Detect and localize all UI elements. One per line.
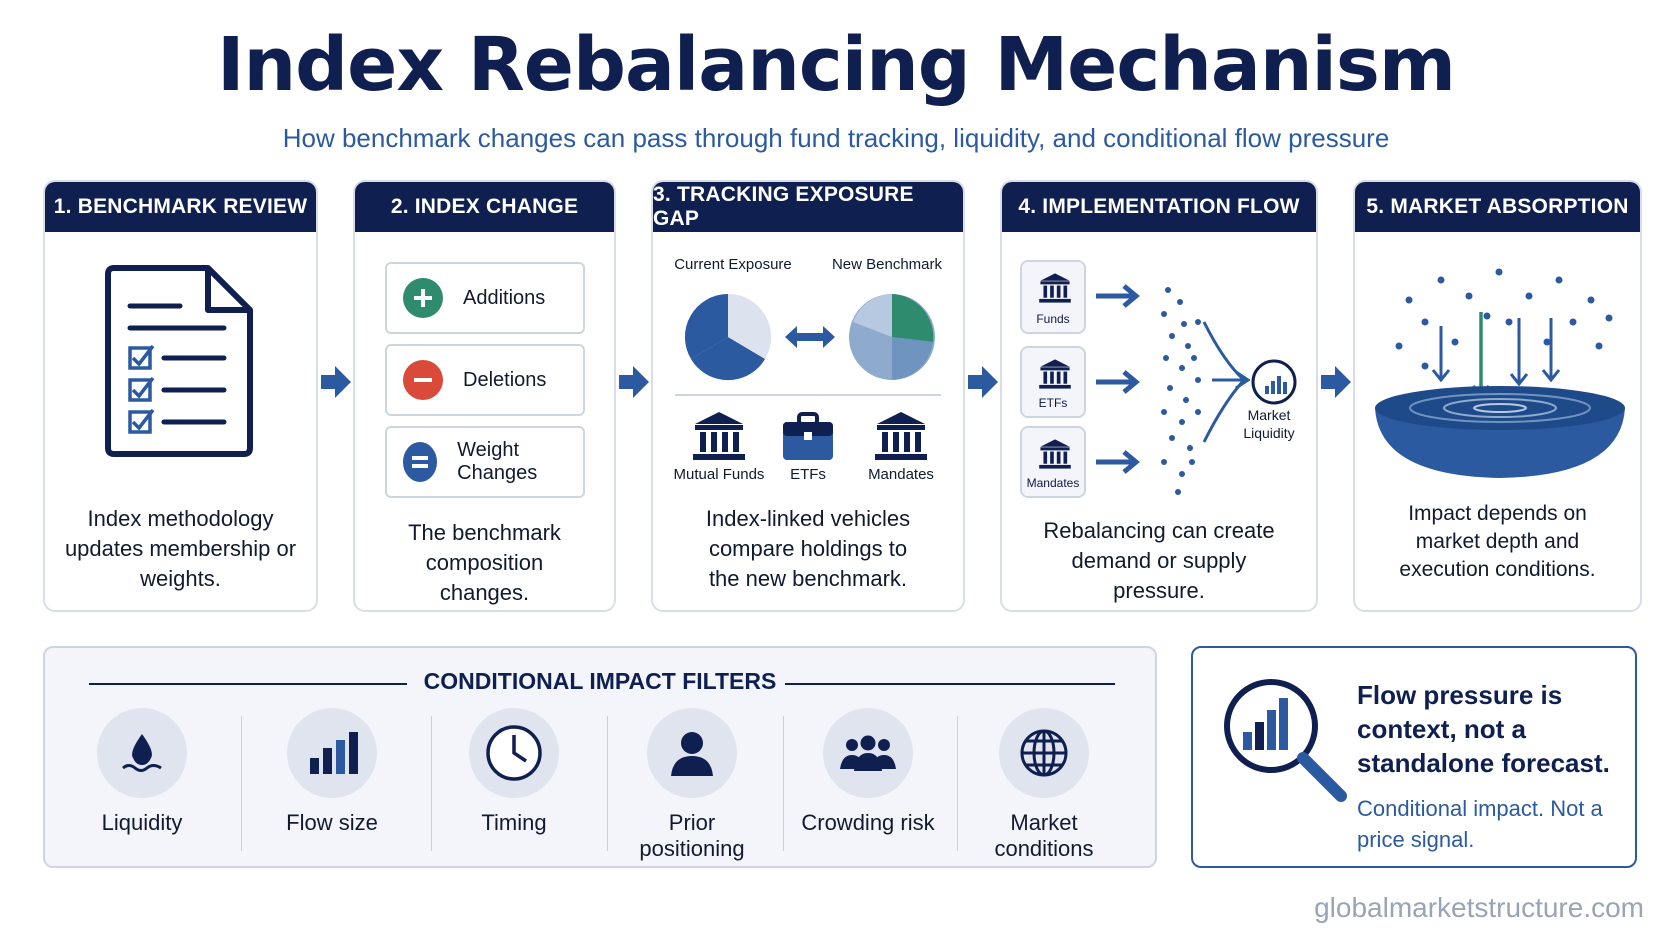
market-liquidity-label: Market Liquidity (1243, 407, 1295, 441)
flow-arrow-icon (321, 366, 351, 398)
divider (89, 683, 407, 685)
step-description: The benchmark composition changes. (408, 520, 561, 605)
divider (431, 716, 432, 851)
deletions-label: Deletions (463, 368, 547, 391)
step-description: Impact depends on market depth and execu… (1399, 502, 1596, 581)
step-description: Index-linked vehicles compare holdings t… (705, 506, 911, 591)
page-subtitle: How benchmark changes can pass through f… (282, 123, 1390, 153)
source-label: ETFs (1038, 396, 1068, 410)
document-checklist-icon (105, 265, 253, 457)
bank-icon (1039, 273, 1071, 303)
plus-icon (403, 278, 443, 318)
note-headline: Flow pressure is context, not a standalo… (1357, 680, 1610, 778)
deletions-item: Deletions (385, 344, 585, 416)
disclaimer-note: Flow pressure is context, not a standalo… (1191, 646, 1637, 868)
source-label: Funds (1036, 312, 1070, 326)
weight-changes-label: Weight Changes (457, 439, 538, 484)
bar-chart-icon (287, 708, 377, 798)
conditional-impact-filters: CONDITIONAL IMPACT FILTERS Liquidity Flo… (43, 646, 1157, 868)
filter-label: Liquidity (101, 810, 183, 835)
person-icon (647, 708, 737, 798)
source-etfs: ETFs (1020, 346, 1086, 418)
etfs-briefcase-icon (783, 412, 833, 460)
flow-arrow-icon (1321, 366, 1351, 398)
step-card-index-change: 2. INDEX CHANGE Additions Deletions Weig… (353, 180, 616, 612)
filter-liquidity: Liquidity (67, 708, 217, 836)
filter-flow-size: Flow size (257, 708, 407, 836)
filter-timing: Timing (439, 708, 589, 836)
divider (957, 716, 958, 851)
filter-label: Timing (481, 810, 547, 835)
filters-title: CONDITIONAL IMPACT FILTERS (423, 668, 777, 694)
mutual-funds-bank-icon (693, 412, 745, 460)
step-header: 4. IMPLEMENTATION FLOW (1002, 182, 1316, 232)
filter-prior-positioning: Prior positioning (617, 708, 767, 862)
current-exposure-label: Current Exposure (674, 256, 792, 273)
group-icon (823, 708, 913, 798)
flow-arrow-icon (968, 366, 998, 398)
filter-label: Flow size (286, 810, 378, 835)
filter-label: Prior positioning (639, 810, 745, 861)
source-funds: Funds (1020, 260, 1086, 334)
bank-icon (1039, 439, 1071, 469)
divider (785, 683, 1115, 685)
step-card-implementation-flow: 4. IMPLEMENTATION FLOW Funds ETFs Mandat… (1000, 180, 1318, 612)
divider (607, 716, 608, 851)
clock-icon (469, 708, 559, 798)
divider (675, 394, 941, 396)
vehicle-label: ETFs (790, 466, 826, 483)
divider (241, 716, 242, 851)
divider (783, 716, 784, 851)
filter-label: Market conditions (994, 810, 1094, 861)
magnifier-chart-icon (1224, 679, 1347, 802)
page-title: Index Rebalancing Mechanism (216, 22, 1456, 108)
current-exposure-pie-icon (684, 293, 772, 381)
step-header: 2. INDEX CHANGE (355, 182, 614, 232)
step-header: 3. TRACKING EXPOSURE GAP (653, 182, 963, 232)
source-label: Mandates (1026, 476, 1080, 490)
step-card-tracking-exposure-gap: 3. TRACKING EXPOSURE GAP Current Exposur… (651, 180, 965, 612)
additions-label: Additions (463, 286, 546, 309)
step-header: 1. BENCHMARK REVIEW (45, 182, 316, 232)
filter-crowding-risk: Crowding risk (793, 708, 943, 836)
weight-changes-item: Weight Changes (385, 426, 585, 498)
new-benchmark-pie-icon (849, 294, 935, 380)
bank-icon (1039, 359, 1071, 389)
step-description: Index methodology updates membership or … (64, 506, 297, 591)
vehicle-label: Mutual Funds (673, 466, 765, 483)
additions-item: Additions (385, 262, 585, 334)
mandates-bank-icon (875, 412, 927, 460)
step-header: 5. MARKET ABSORPTION (1355, 182, 1640, 232)
footer-url: globalmarketstructure.com (1314, 892, 1644, 923)
globe-icon (999, 708, 1089, 798)
double-arrow-icon (785, 326, 835, 348)
vehicle-label: Mandates (868, 466, 934, 483)
filter-market-conditions: Market conditions (969, 708, 1119, 862)
absorption-basin-icon (1375, 268, 1625, 478)
source-mandates: Mandates (1020, 426, 1086, 498)
step-card-market-absorption: 5. MARKET ABSORPTION Impact depends on m… (1353, 180, 1642, 612)
flow-arrow-icon (619, 366, 649, 398)
new-benchmark-label: New Benchmark (831, 256, 943, 273)
droplet-icon (97, 708, 187, 798)
step-description: Rebalancing can create demand or supply … (1043, 518, 1275, 603)
flow-particles-icon (1096, 284, 1297, 495)
note-subline: Conditional impact. Not a price signal. (1357, 796, 1603, 852)
equals-icon (403, 442, 438, 482)
step-card-benchmark-review: 1. BENCHMARK REVIEW Index methodology up… (43, 180, 318, 612)
filter-label: Crowding risk (801, 810, 935, 835)
minus-icon (403, 360, 443, 400)
